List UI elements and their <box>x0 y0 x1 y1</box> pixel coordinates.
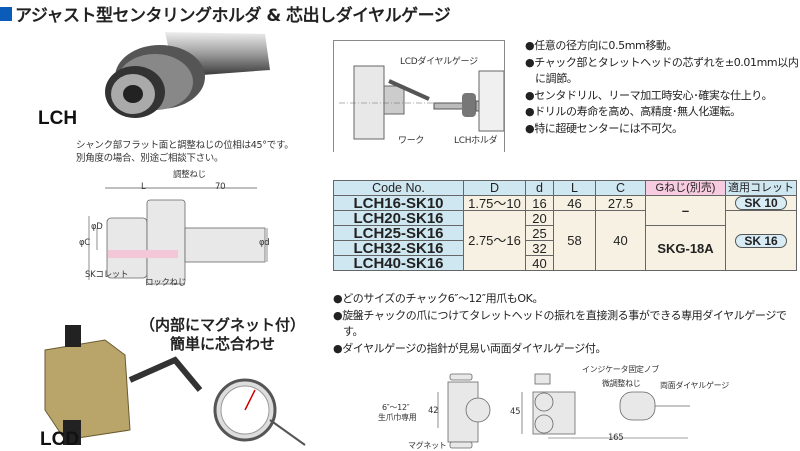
title-text: アジャスト型センタリングホルダ & 芯出しダイヤルゲージ <box>15 6 451 26</box>
holder-label: LCHホルダ <box>454 136 498 146</box>
sk-collet-label: SKコレット <box>85 270 129 280</box>
lcd-headline: （内部にマグネット付） 簡単に芯合わせ <box>140 316 305 354</box>
col-header: C <box>595 180 646 196</box>
feature-item: ●チャック部とタレットヘッドの芯ずれを±0.01mm以内に調節。 <box>525 55 799 86</box>
code-cell: LCH20-SK16 <box>333 210 464 226</box>
jaw-label: 生爪巾専用 <box>378 413 417 422</box>
table-row: LCH25-SK16 25 SKG-18A <box>333 225 797 271</box>
gauge-label: 両面ダイヤルゲージ <box>660 381 729 390</box>
feature-item: ●どのサイズのチャック6″～12″用爪もOK。 <box>333 292 544 305</box>
dim-phid-label: φd <box>259 238 270 248</box>
magnet-label: マグネット <box>408 441 447 450</box>
lch-dimension-drawing: 調整ねじ L 70 φD φC φd SKコレット ロックねじ <box>75 168 275 288</box>
work-label: ワーク <box>398 136 425 146</box>
dim-phiC-label: φC <box>79 238 90 248</box>
col-header: 適用コレット <box>725 180 797 196</box>
title-square-icon <box>0 6 12 21</box>
feature-item: ●ドリルの寿命を高め、高精度･無人化運転。 <box>525 105 741 118</box>
lcd-headline-line: （内部にマグネット付） <box>140 316 306 334</box>
lcd-dimension-drawing: 6″～12″ 生爪巾専用 42 マグネット インジケータ固定ノブ 微調整ねじ 両… <box>370 362 770 450</box>
page-title: アジャスト型センタリングホルダ & 芯出しダイヤルゲージ <box>0 1 451 26</box>
feature-item: ●ダイヤルゲージの指針が見易い両面ダイヤルゲージ付。 <box>333 341 607 355</box>
adjust-screw-label: 調整ねじ <box>173 170 206 180</box>
feature-item: ●任意の径方向に0.5mm移動。 <box>525 39 678 52</box>
table-header-row: Code No. D d L C Gねじ(別売) 適用コレット <box>333 180 797 196</box>
col-header: Gねじ(別売) <box>645 180 726 196</box>
L-cell: 58 <box>553 210 596 271</box>
lch-note: シャンク部フラット面と調整ねじの位相は45°です。 別角度の場合、別途ご相談下さ… <box>76 139 294 165</box>
collet-badge: SK 10 <box>735 196 787 210</box>
col-header: D <box>463 180 526 196</box>
col-header: L <box>553 180 596 196</box>
feature-item: ●旋盤チャックの爪につけてタレットヘッドの振れを直接測る事ができる専用ダイヤルゲ… <box>333 308 787 339</box>
gauge-label: LCDダイヤルゲージ <box>400 57 478 67</box>
code-cell: LCH25-SK16 <box>333 225 464 241</box>
C-cell: 40 <box>595 210 646 271</box>
lch-feature-list: ●任意の径方向に0.5mm移動。 ●チャック部とタレットヘッドの芯ずれを±0.0… <box>525 38 800 137</box>
fine-adjust-label: 微調整ねじ <box>602 379 641 388</box>
lch-note-line: シャンク部フラット面と調整ねじの位相は45°です。 <box>76 140 294 151</box>
lch-label: LCH <box>38 108 78 129</box>
feature-item: ●センタドリル、リーマ加工時安心･確実な仕上り。 <box>525 88 773 102</box>
collet-cell: SK 16 <box>725 210 797 271</box>
code-cell: LCH40-SK16 <box>333 255 464 271</box>
d-cell: 16 <box>525 195 554 211</box>
L-cell: 46 <box>553 195 596 211</box>
table-row: LCH16-SK10 1.75～10 16 46 27.5 – SK 10 <box>333 195 797 226</box>
table-row: LCH32-SK16 32 <box>333 240 797 256</box>
knob-label: インジケータ固定ノブ <box>582 365 659 374</box>
lch-holder-photo <box>105 32 270 118</box>
G-cell: SKG-18A <box>645 225 726 271</box>
lcd-feature-list: ●どのサイズのチャック6″～12″用爪もOK。 ●旋盤チャックの爪につけてタレッ… <box>333 291 798 357</box>
table-row: LCH20-SK16 2.75～16 20 58 40 SK 16 <box>333 210 797 271</box>
usage-diagram: LCDダイヤルゲージ ワーク LCHホルダ <box>333 40 505 152</box>
dim-42-label: 42 <box>428 406 439 416</box>
spec-table: Code No. D d L C Gねじ(別売) 適用コレット LCH16-SK… <box>333 180 797 271</box>
size-range-label: 6″～12″ <box>382 403 410 412</box>
D-cell: 2.75～16 <box>463 210 526 271</box>
lcd-label: LCD <box>40 429 80 450</box>
dim-phiD-label: φD <box>91 222 103 232</box>
collet-cell: SK 10 <box>725 195 797 211</box>
d-cell: 20 <box>525 210 554 226</box>
d-cell: 32 <box>525 240 554 256</box>
table-row: LCH40-SK16 40 <box>333 255 797 271</box>
lcd-headline-line: 簡単に芯合わせ <box>169 335 275 353</box>
lch-note-line: 別角度の場合、別途ご相談下さい。 <box>76 153 224 164</box>
C-cell: 27.5 <box>595 195 646 211</box>
d-cell: 40 <box>525 255 554 271</box>
D-cell: 1.75～10 <box>463 195 526 211</box>
lock-screw-label: ロックねじ <box>145 278 187 288</box>
d-cell: 25 <box>525 225 554 241</box>
collet-badge: SK 16 <box>735 233 787 248</box>
code-cell: LCH32-SK16 <box>333 240 464 256</box>
dim-L-label: L <box>141 182 146 192</box>
dim-165-label: 165 <box>608 433 624 443</box>
G-cell: – <box>645 195 726 226</box>
dim-70-label: 70 <box>215 182 226 192</box>
col-header: Code No. <box>333 180 464 196</box>
feature-item: ●特に超硬センターには不可欠。 <box>525 121 683 135</box>
code-cell: LCH16-SK10 <box>333 195 464 211</box>
col-header: d <box>525 180 554 196</box>
dim-45-label: 45 <box>510 407 521 417</box>
lcd-gauge-photo <box>44 325 306 446</box>
